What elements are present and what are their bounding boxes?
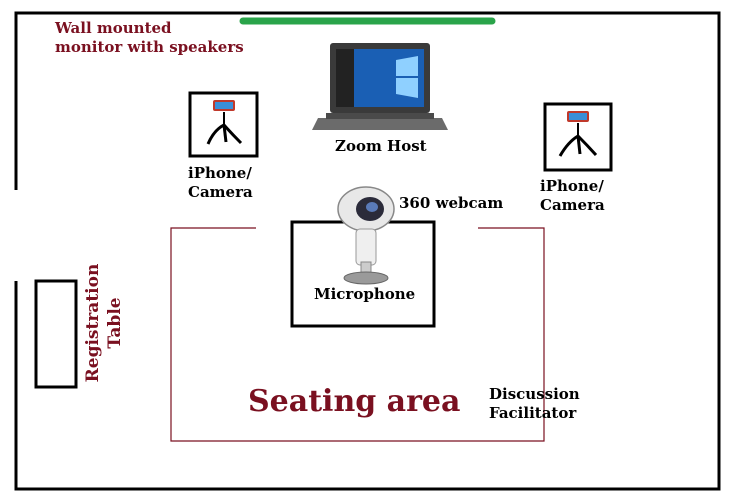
registration-table (34, 279, 78, 389)
iphone-right-label: iPhone/ Camera (540, 177, 605, 214)
microphone-label: Microphone (314, 285, 416, 303)
facilitator-label: Discussion Facilitator (489, 385, 580, 422)
iphone-left-label: iPhone/ Camera (188, 164, 253, 201)
zoom-host-label: Zoom Host (335, 137, 427, 155)
room-walls (14, 11, 721, 491)
tripod-phone-icon-left (206, 100, 243, 145)
registration-line2: Table (105, 297, 125, 349)
wall-monitor-label: Wall mounted monitor with speakers (55, 19, 244, 56)
webcam-label: 360 webcam (399, 194, 504, 212)
seating-area-outline (170, 227, 545, 442)
laptop-icon (312, 43, 448, 130)
registration-line1: Registration (83, 263, 103, 383)
registration-table-label: Registration Table (82, 258, 128, 388)
tripod-phone-icon-right (558, 111, 598, 157)
seating-area-label: Seating area (248, 384, 461, 419)
webcam-360-icon (337, 186, 395, 285)
